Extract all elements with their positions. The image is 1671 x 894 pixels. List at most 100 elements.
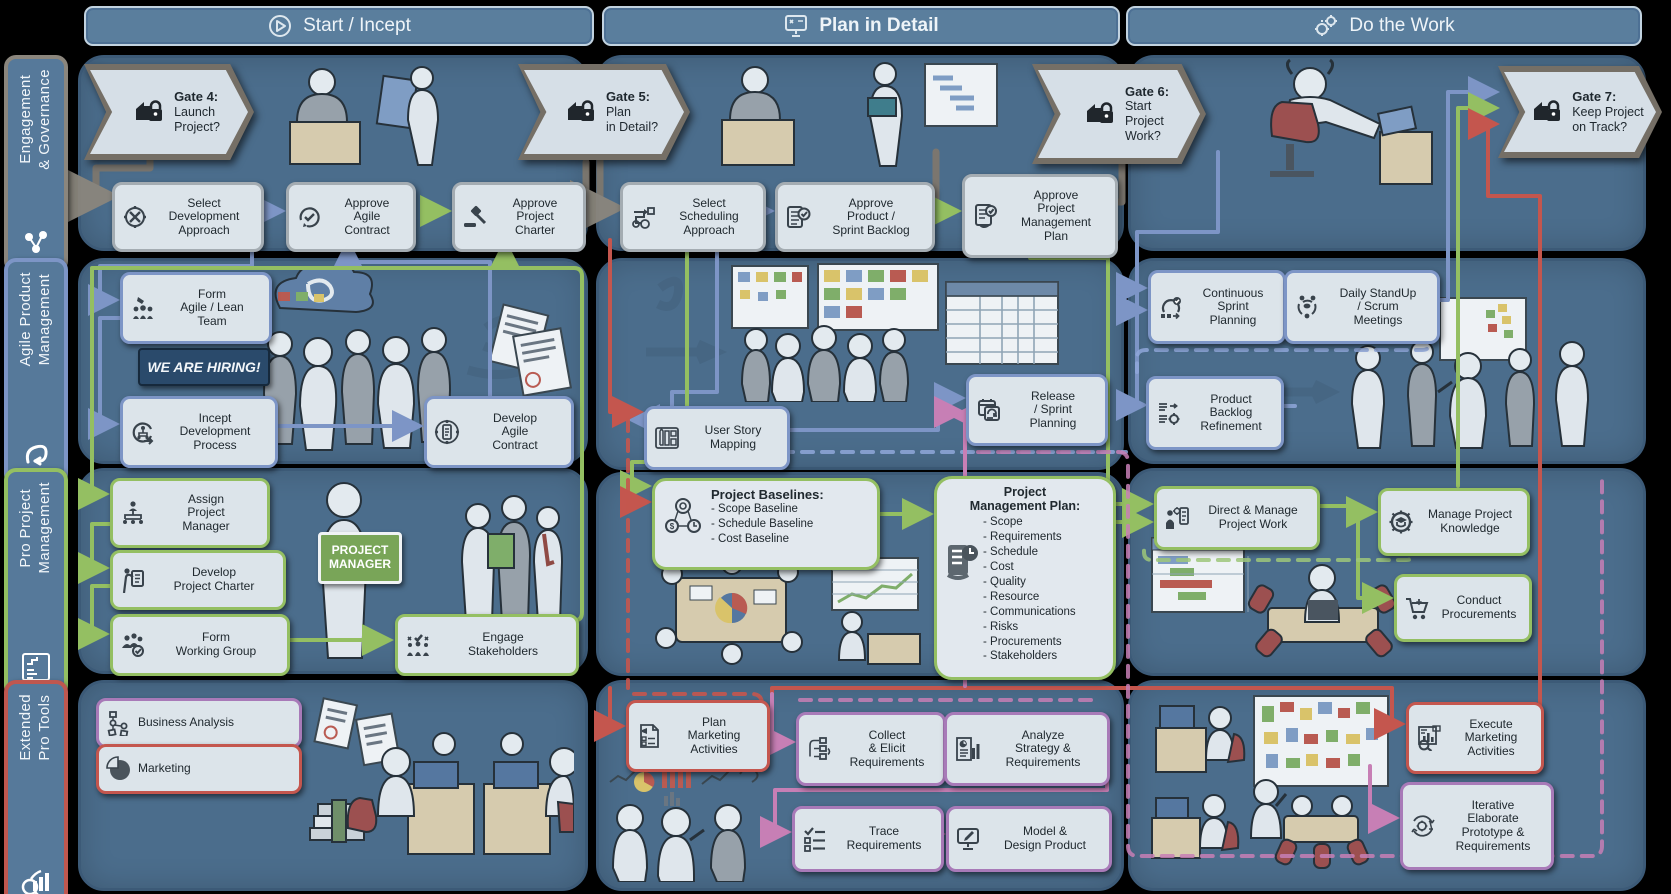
illustration-team-huddle — [262, 266, 573, 451]
loop-check-icon — [299, 207, 320, 228]
node-select-development-approach: Select Development Approach — [112, 182, 264, 252]
direct-work-icon — [1166, 507, 1189, 529]
lane-label-text: Pro Project Management — [17, 482, 53, 574]
illustration-relaxing-worker — [1270, 58, 1433, 185]
node-continuous-sprint-planning: Continuous Sprint Planning — [1148, 270, 1286, 344]
gate-question: Start Project Work? — [1124, 99, 1164, 144]
node-user-story-mapping: User Story Mapping — [644, 406, 790, 470]
lock-icon — [1534, 100, 1561, 121]
play-icon — [269, 15, 292, 37]
node-label: Manage Project Knowledge — [1427, 507, 1513, 535]
illustration-executive-review — [289, 66, 440, 166]
gate-question: Keep Project on Track? — [1572, 104, 1644, 134]
phase-header-plan-in-detail: Plan in Detail — [602, 6, 1120, 46]
node-incept-development-process: Incept Development Process — [120, 396, 278, 468]
lane-label-text: Engagement & Governance — [17, 69, 53, 170]
process-loop-icon — [132, 422, 154, 445]
node-direct-manage-project-work: Direct & Manage Project Work — [1154, 486, 1320, 550]
sprint-loop-icon — [1161, 297, 1181, 320]
gate-name: Gate 6: — [1124, 83, 1170, 99]
pmp-item: - Scope — [983, 516, 1023, 528]
charter-clipboard-icon — [122, 568, 144, 593]
node-approve-project-charter: Approve Project Charter — [452, 182, 586, 252]
node-label: Iterative Elaborate Prototype & Requirem… — [1455, 797, 1531, 853]
knowledge-gear-icon — [1389, 510, 1413, 534]
node-product-backlog-refinement: Product Backlog Refinement — [1146, 376, 1284, 450]
pmp-item: - Schedule — [983, 545, 1038, 558]
node-label: Approve Agile Contract — [344, 195, 390, 237]
gate-4: Gate 4:Launch Project? — [84, 64, 254, 160]
phase-header-label: Start / Incept — [303, 15, 411, 36]
pmp-item: - Resource — [983, 590, 1040, 603]
scheduling-flow-icon — [632, 207, 655, 229]
baseline-item: - Cost Baseline — [711, 532, 789, 545]
gate-question: Launch Project? — [174, 104, 220, 134]
pick-team-icon — [133, 297, 153, 319]
phase-header-start-incept: Start / Incept — [84, 6, 594, 46]
flow-blue — [88, 76, 1500, 442]
lock-icon — [567, 100, 594, 121]
gavel-icon — [464, 205, 487, 227]
gate-name: Gate 7: — [1572, 89, 1617, 105]
node-label: Product Backlog Refinement — [1200, 391, 1262, 433]
story-map-icon — [655, 427, 679, 449]
pmp-scroll-icon — [946, 545, 978, 580]
loop-pink-dashed — [798, 450, 1604, 858]
lock-icon — [136, 100, 163, 121]
stakeholders-icon — [407, 634, 429, 656]
node-plan-marketing-activities: Plan Marketing Activities — [626, 700, 770, 772]
analyze-doc-icon — [956, 737, 980, 761]
node-manage-project-knowledge: Manage Project Knowledge — [1378, 488, 1530, 556]
phase-header-do-the-work: Do the Work — [1126, 6, 1642, 46]
ba-flow-icon — [107, 711, 129, 736]
collect-branch-icon — [809, 737, 831, 760]
gantt-steps-icon — [22, 653, 50, 681]
standup-circle-icon — [1297, 295, 1317, 319]
loop-green-dashed — [1142, 540, 1416, 562]
lane-label-text: Agile Product Management — [17, 272, 53, 367]
svg-text:$: $ — [670, 522, 675, 531]
lane-label-extended-pro-tools: Extended Pro Tools — [4, 680, 68, 894]
gate-6: Gate 6:Start Project Work? — [1032, 64, 1206, 164]
pmp-item: - Cost — [983, 560, 1014, 573]
lane-label-engagement-governance: Engagement & Governance — [4, 55, 68, 273]
tools-gear-icon — [124, 206, 146, 228]
iterate-cycle-icon — [1411, 815, 1435, 837]
node-model-design-product: Model & Design Product — [946, 806, 1112, 872]
node-collect-elicit-requirements: Collect & Elicit Requirements — [796, 712, 946, 786]
node-develop-agile-contract: Develop Agile Contract — [424, 396, 574, 468]
node-label: Assign Project Manager — [182, 491, 230, 533]
assign-pm-icon — [123, 501, 143, 524]
node-label: Continuous Sprint Planning — [1202, 285, 1264, 327]
gate-name: Gate 4: — [174, 89, 219, 105]
illustration-brainstorm-wall — [1151, 695, 1389, 869]
pmp-item: - Risks — [983, 620, 1019, 633]
people-network-icon — [25, 231, 47, 253]
magnifier-chart-icon — [21, 869, 49, 894]
node-label: Approve Project Charter — [512, 195, 558, 237]
node-label: Analyze Strategy & Requirements — [1005, 727, 1081, 769]
node-label: Develop Project Charter — [173, 565, 255, 593]
node-label: Approve Product / Sprint Backlog — [832, 195, 910, 237]
node-label: Form Agile / Lean Team — [180, 286, 244, 328]
node-label: Collect & Elicit Requirements — [849, 727, 925, 769]
loop-red-dashed — [626, 418, 764, 754]
illustration-marketing-analysis — [609, 762, 759, 882]
illustration-story-mapping-session — [646, 263, 1059, 402]
baseline-item: - Schedule Baseline — [711, 517, 814, 530]
node-label: Trace Requirements — [846, 824, 922, 852]
node-analyze-strategy-requirements: Analyze Strategy & Requirements — [944, 712, 1110, 786]
baselines-title: Project Baselines: — [711, 487, 824, 502]
lane-label-agile-product-management: Agile Product Management — [4, 258, 68, 486]
contract-doc-icon — [434, 419, 460, 445]
project-manager-sign: PROJECT MANAGER — [318, 532, 402, 584]
illustration-work-desks — [309, 697, 574, 855]
pmp-item: - Quality — [983, 575, 1026, 588]
backlog-refine-icon — [1159, 403, 1180, 425]
design-monitor-icon — [957, 828, 979, 850]
node-form-working-group: Form Working Group — [110, 614, 290, 676]
trace-checklist-icon — [804, 827, 825, 852]
legend-marketing: Marketing — [96, 744, 302, 794]
gate-name: Gate 5: — [605, 89, 651, 105]
